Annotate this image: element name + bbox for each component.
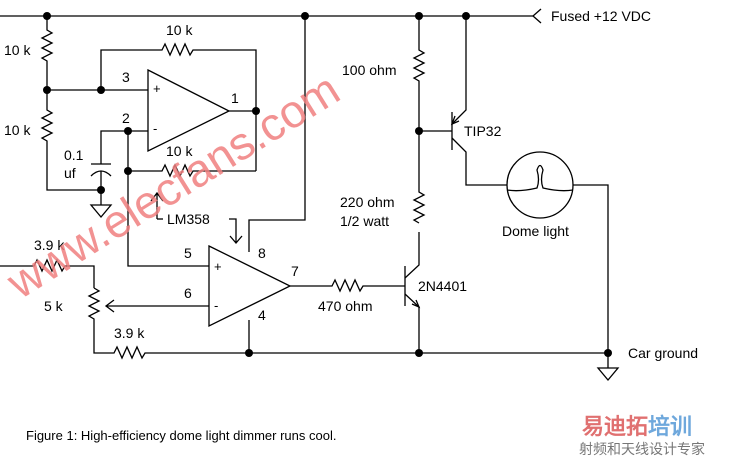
q-power-base <box>419 112 453 150</box>
base-resistor <box>290 278 405 293</box>
q-driver-label: 2N4401 <box>418 278 467 294</box>
opamp1-minus: - <box>153 121 157 136</box>
ground-symbol-main <box>596 353 620 382</box>
pullup-and-limit-resistors <box>412 16 426 224</box>
divider-bottom-value: 10 k <box>4 122 31 138</box>
ground-label: Car ground <box>628 345 698 361</box>
input-resistor-top <box>0 258 95 288</box>
divider-resistor-top <box>40 16 54 90</box>
figure-caption: Figure 1: High-efficiency dome light dim… <box>26 428 336 443</box>
opamp1-plus: + <box>153 81 161 96</box>
pin1-node <box>252 107 260 115</box>
logo-top-part-a: 易迪拓 <box>582 415 648 440</box>
limit-value-1: 220 ohm <box>340 194 394 210</box>
pin-1-label: 1 <box>231 90 239 106</box>
pin-6-label: 6 <box>184 285 192 301</box>
logo-bottom-text: 射频和天线设计专家 <box>579 441 705 458</box>
supply-rail <box>0 8 542 24</box>
cap-value-1: 0.1 <box>64 147 84 163</box>
pot-wiper <box>104 299 209 313</box>
wire-lamp-return <box>573 184 609 353</box>
lamp-filament <box>506 164 574 192</box>
lamp-label: Dome light <box>502 223 569 239</box>
feedback-bottom-value: 10 k <box>166 143 193 159</box>
wire-pin2-to-pin5 <box>127 131 209 267</box>
q-driver-arrow <box>411 299 421 309</box>
opamp-2 <box>208 244 292 328</box>
q-power-arrow <box>450 115 460 126</box>
pin-8-label: 8 <box>258 245 266 261</box>
pin-4-label: 4 <box>258 307 266 323</box>
pot-value: 5 k <box>44 298 64 314</box>
pin-3-label: 3 <box>122 69 130 85</box>
q-power-label: TIP32 <box>464 123 502 139</box>
input-resistor-bottom-value: 3.9 k <box>114 325 145 341</box>
lm358-arrow-down <box>229 218 243 244</box>
opamp-label: LM358 <box>167 211 210 227</box>
input-resistor-top-value: 3.9 k <box>34 237 65 253</box>
ground-node-driver <box>415 349 423 357</box>
feedback-top-value: 10 k <box>166 22 193 38</box>
logo: 易迪拓培训 射频和天线设计专家 <box>579 414 705 458</box>
divider-resistor-bottom <box>40 90 101 191</box>
cap-value-2: uf <box>64 165 76 181</box>
pullup-value: 100 ohm <box>342 62 396 78</box>
supply-label: Fused +12 VDC <box>551 8 651 24</box>
base-resistor-value: 470 ohm <box>318 298 372 314</box>
feedback-resistor-bottom <box>128 163 256 178</box>
feedback-resistor-top <box>100 42 257 171</box>
q-power-emitter <box>451 16 467 125</box>
logo-top-part-b: 培训 <box>648 414 692 440</box>
ground-node-pin4 <box>245 349 253 357</box>
pin-7-label: 7 <box>291 263 299 279</box>
ground-node-1 <box>97 186 105 194</box>
q-power-collector <box>451 137 507 186</box>
lm358-arrow-up <box>150 191 164 219</box>
opamp2-minus: - <box>214 298 218 313</box>
divider-top-value: 10 k <box>4 42 31 58</box>
opamp-1 <box>147 68 231 153</box>
pin-5-label: 5 <box>184 245 192 261</box>
wire-pin8 <box>248 16 306 252</box>
limit-value-2: 1/2 watt <box>340 213 389 229</box>
logo-top-text: 易迪拓培训 <box>582 414 692 440</box>
q-driver-collector <box>404 232 420 279</box>
opamp2-plus: + <box>214 259 222 274</box>
wire-pin2 <box>100 130 148 164</box>
potentiometer <box>87 287 608 360</box>
pin-2-label: 2 <box>122 110 130 126</box>
lamp-icon <box>506 151 574 219</box>
ground-symbol-1 <box>89 204 113 219</box>
